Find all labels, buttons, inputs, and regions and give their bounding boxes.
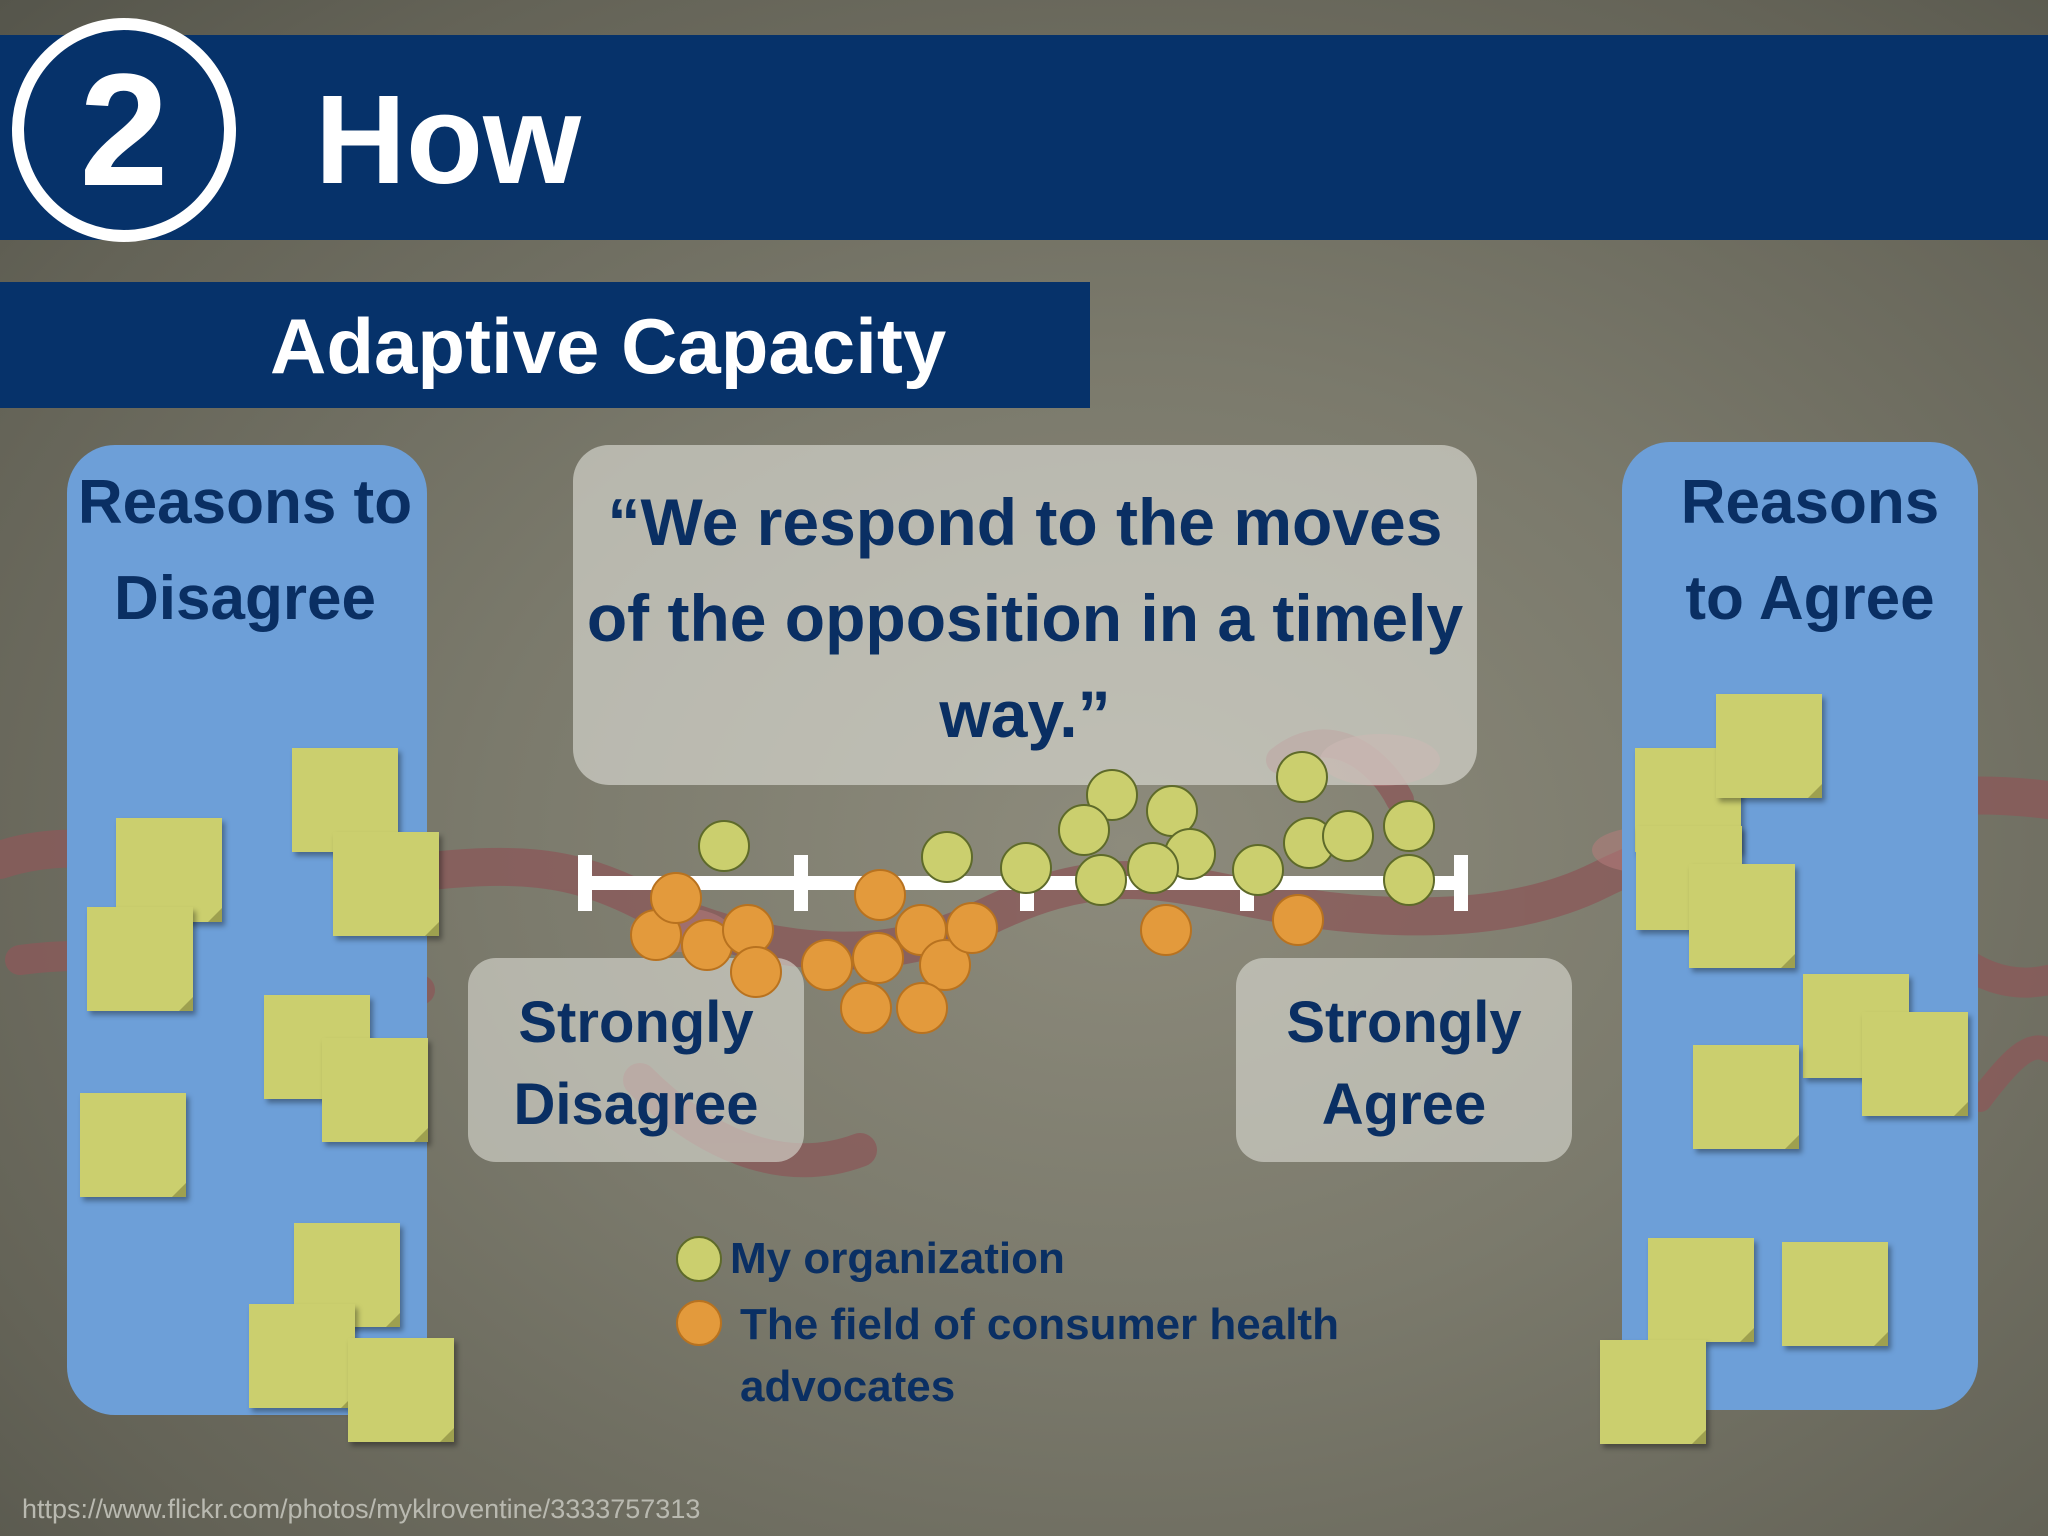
slide-subtitle: Adaptive Capacity [270, 302, 947, 390]
field-response-dot[interactable] [896, 982, 948, 1034]
field-response-dot[interactable] [854, 869, 906, 921]
strongly-agree-label: Strongly Agree [1286, 990, 1522, 1137]
organization-response-dot[interactable] [1058, 804, 1110, 856]
sticky-note[interactable] [1716, 694, 1822, 798]
organization-response-dot[interactable] [1322, 810, 1374, 862]
field-response-dot[interactable] [840, 982, 892, 1034]
statement-box [573, 445, 1477, 785]
organization-response-dot[interactable] [1075, 854, 1127, 906]
field-response-dot[interactable] [1140, 904, 1192, 956]
field-response-dot[interactable] [1272, 894, 1324, 946]
strongly-disagree-label: Strongly Disagree [513, 990, 759, 1137]
sticky-note[interactable] [1600, 1340, 1706, 1444]
organization-dots [698, 751, 1435, 906]
legend-item-field [676, 1300, 722, 1346]
field-dots [630, 869, 1324, 1034]
legend-item-organization: My organization [676, 1228, 1065, 1290]
field-response-dot[interactable] [801, 939, 853, 991]
organization-response-dot[interactable] [921, 831, 973, 883]
field-response-dot[interactable] [946, 902, 998, 954]
sticky-note[interactable] [1689, 864, 1795, 968]
sticky-note[interactable] [1782, 1242, 1888, 1346]
field-response-dot[interactable] [919, 939, 971, 991]
organization-response-dot[interactable] [1000, 842, 1052, 894]
sticky-note[interactable] [348, 1338, 454, 1442]
sticky-note[interactable] [1648, 1238, 1754, 1342]
strongly-agree-box [1236, 958, 1572, 1162]
green-dot-icon [676, 1236, 722, 1282]
sticky-note[interactable] [1862, 1012, 1968, 1116]
organization-response-dot[interactable] [1276, 751, 1328, 803]
statement-text: “We respond to the moves of the oppositi… [586, 485, 1464, 751]
sticky-note[interactable] [1693, 1045, 1799, 1149]
organization-response-dot[interactable] [1086, 769, 1138, 821]
sticky-note[interactable] [80, 1093, 186, 1197]
legend-label: My organization [730, 1234, 1065, 1283]
sticky-note[interactable] [333, 832, 439, 936]
field-response-dot[interactable] [650, 872, 702, 924]
subtitle-bar [0, 282, 1090, 408]
reasons-to-agree-title: Reasons [1680, 468, 1940, 537]
photo-credit[interactable]: https://www.flickr.com/photos/myklrovent… [22, 1494, 701, 1524]
organization-response-dot[interactable] [1232, 844, 1284, 896]
reasons-to-agree-title-line2: to Agree [1685, 564, 1935, 633]
orange-dot-icon [676, 1300, 722, 1346]
legend-label: The field of consumer health advocates [740, 1300, 1339, 1411]
sticky-note[interactable] [116, 818, 222, 922]
step-number: 2 [79, 40, 169, 219]
reasons-to-disagree-title: Reasons to Disagree [77, 468, 413, 633]
field-response-dot[interactable] [730, 946, 782, 998]
title-bar [0, 35, 2048, 240]
sticky-note[interactable] [87, 907, 193, 1011]
organization-response-dot[interactable] [698, 820, 750, 872]
slide-title: How [315, 69, 581, 210]
field-response-dot[interactable] [852, 932, 904, 984]
organization-response-dot[interactable] [1383, 800, 1435, 852]
organization-response-dot[interactable] [1383, 854, 1435, 906]
organization-response-dot[interactable] [1127, 842, 1179, 894]
sticky-note[interactable] [322, 1038, 428, 1142]
